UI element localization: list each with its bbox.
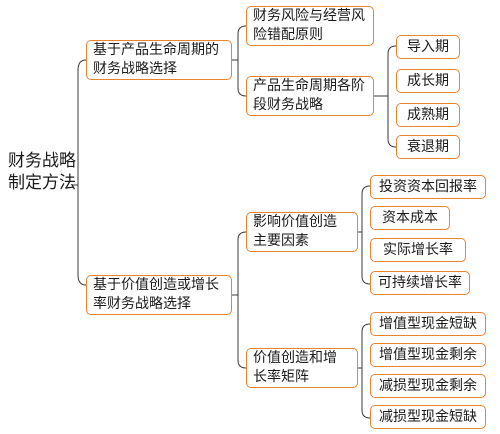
quadrant-value-add-cash-surplus: 增值型现金剩余 — [370, 343, 486, 367]
root-title: 财务战略 制定方法 — [8, 151, 76, 193]
lifecycle-stage-strategy: 产品生命周期各阶 段财务战略 — [246, 76, 374, 116]
lifecycle-bracket — [387, 45, 397, 148]
factor-actual-growth: 实际增长率 — [370, 238, 466, 262]
stage-growth: 成长期 — [396, 69, 460, 93]
factor-roic: 投资资本回报率 — [370, 175, 486, 199]
value-growth-matrix: 价值创造和增 长率矩阵 — [246, 348, 358, 388]
quadrant-value-loss-cash-surplus: 减损型现金剩余 — [370, 374, 486, 398]
branch-value-creation-strategy: 基于价值创造或增长 率财务战略选择 — [86, 275, 232, 315]
value-creation-factors: 影响价值创造 主要因素 — [246, 212, 358, 252]
factor-sustainable-growth: 可持续增长率 — [370, 271, 470, 295]
stage-maturity: 成熟期 — [396, 103, 460, 127]
stage-decline: 衰退期 — [396, 135, 460, 159]
branch-lifecycle-strategy: 基于产品生命周期的 财务战略选择 — [86, 40, 232, 80]
quadrant-value-loss-cash-shortage: 减损型现金短缺 — [370, 405, 486, 429]
branch-2-bracket — [237, 231, 247, 369]
matrix-bracket — [361, 323, 371, 419]
factor-cost-of-capital: 资本成本 — [370, 206, 450, 230]
risk-mismatch-principle: 财务风险与经营风 险错配原则 — [246, 6, 374, 46]
factors-bracket — [361, 185, 371, 285]
root-bracket — [77, 59, 87, 286]
branch-1-bracket — [237, 25, 247, 97]
stage-introduction: 导入期 — [396, 35, 460, 59]
quadrant-value-add-cash-shortage: 增值型现金短缺 — [370, 312, 486, 336]
